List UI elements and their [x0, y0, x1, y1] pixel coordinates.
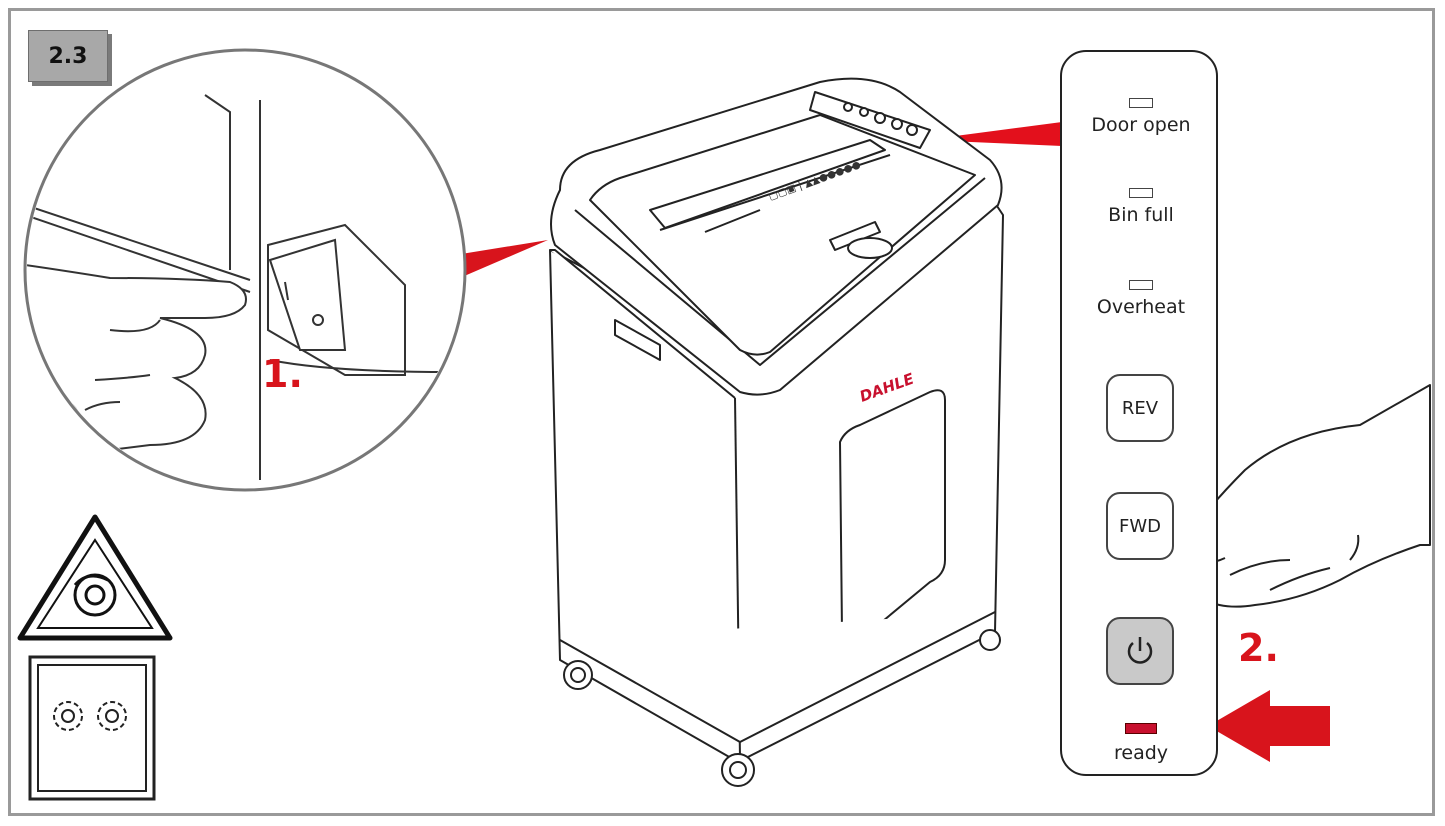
switch-magnifier	[23, 48, 467, 492]
indicator-label: Bin full	[1108, 204, 1174, 226]
power-button[interactable]	[1106, 617, 1174, 685]
ready-label: ready	[1113, 742, 1169, 764]
switch-callout-beam	[455, 240, 548, 280]
bin-full-led	[1129, 188, 1153, 198]
power-icon	[1127, 637, 1153, 664]
indicator-label: Overheat	[1096, 296, 1186, 318]
step-number-badge: 2.3	[28, 30, 108, 82]
step-1-label: 1.	[262, 352, 303, 396]
door-open-led	[1129, 98, 1153, 108]
rev-button[interactable]: REV	[1106, 374, 1174, 442]
rotating-parts-warning-icon	[17, 514, 173, 641]
step-2-label: 2.	[1238, 626, 1279, 670]
gears-icon	[28, 655, 156, 801]
indicator-bin-full: Bin full	[1062, 188, 1220, 226]
ready-arrow-icon	[1208, 690, 1330, 762]
shredder-illustration: ▢▢▣ | ▲▲●●●●● DAHLE	[549, 77, 1004, 787]
indicator-overheat: Overheat	[1062, 280, 1220, 318]
diagram-frame	[8, 8, 1435, 816]
indicator-label: Door open	[1091, 114, 1191, 136]
indicator-door-open: Door open	[1062, 98, 1220, 136]
control-panel: Door open Bin full Overheat REV FWD read…	[1060, 50, 1218, 776]
fwd-button[interactable]: FWD	[1106, 492, 1174, 560]
ready-led	[1125, 723, 1157, 734]
overheat-led	[1129, 280, 1153, 290]
